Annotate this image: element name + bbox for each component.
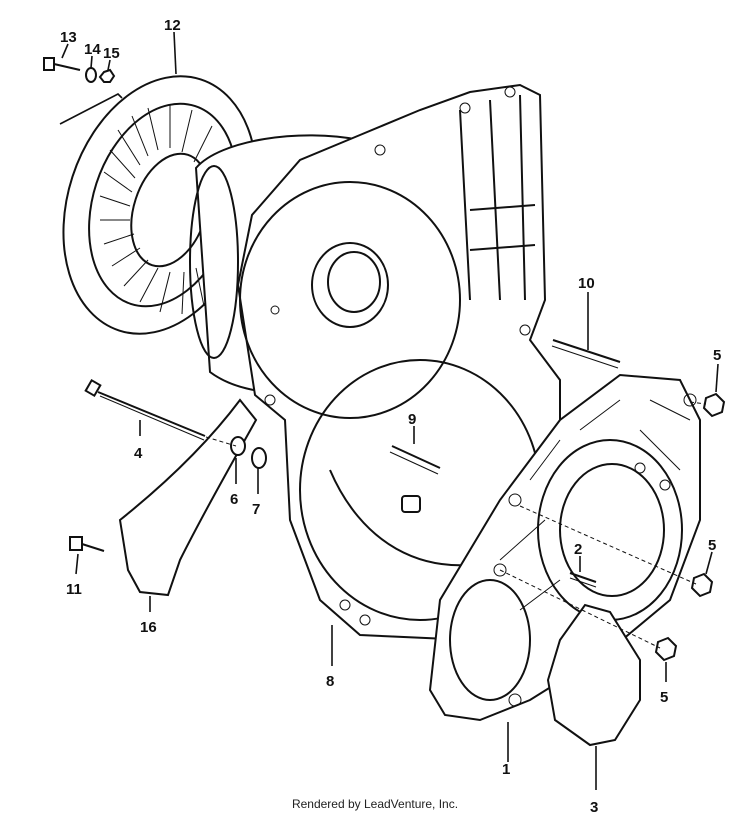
callout-11[interactable]: 11 (66, 581, 82, 598)
callout-9[interactable]: 9 (408, 411, 416, 428)
callout-1[interactable]: 1 (502, 761, 510, 778)
stud-10 (551, 339, 621, 369)
bolt-4 (84, 378, 206, 441)
callout-5[interactable]: 5 (713, 347, 721, 364)
washer-7 (251, 447, 267, 469)
callout-15[interactable]: 15 (103, 45, 120, 62)
cover-plate (546, 603, 641, 747)
callout-13[interactable]: 13 (60, 29, 77, 46)
callout-4[interactable]: 4 (134, 445, 143, 462)
nut-15 (98, 68, 116, 83)
bolt-11 (69, 536, 105, 552)
callout-5[interactable]: 5 (708, 537, 716, 554)
stud-9 (389, 445, 441, 475)
nut-5b (690, 572, 714, 598)
callout-2[interactable]: 2 (574, 541, 582, 558)
baffle (118, 398, 258, 597)
callouts: 13 14 15 12 10 5 4 9 6 7 2 5 11 16 8 5 1… (60, 17, 721, 816)
callout-10[interactable]: 10 (578, 275, 595, 292)
stud-2 (569, 572, 597, 588)
bearing-case (428, 373, 701, 722)
footer-credit: Rendered by LeadVenture, Inc. (291, 797, 459, 811)
callout-6[interactable]: 6 (230, 491, 238, 508)
washer-6 (230, 436, 246, 456)
nut-5c (654, 636, 678, 662)
callout-12[interactable]: 12 (164, 17, 181, 34)
washer-14 (85, 67, 97, 83)
bolt-13 (43, 57, 81, 71)
leader-lines (59, 31, 719, 790)
callout-3[interactable]: 3 (590, 799, 598, 816)
fan-housing (236, 83, 561, 642)
nut-5a (702, 392, 726, 418)
callout-7[interactable]: 7 (252, 501, 260, 518)
hardware (43, 57, 726, 662)
callout-16[interactable]: 16 (140, 619, 157, 636)
callout-5[interactable]: 5 (660, 689, 668, 706)
callout-8[interactable]: 8 (326, 673, 334, 690)
callout-14[interactable]: 14 (84, 41, 101, 58)
